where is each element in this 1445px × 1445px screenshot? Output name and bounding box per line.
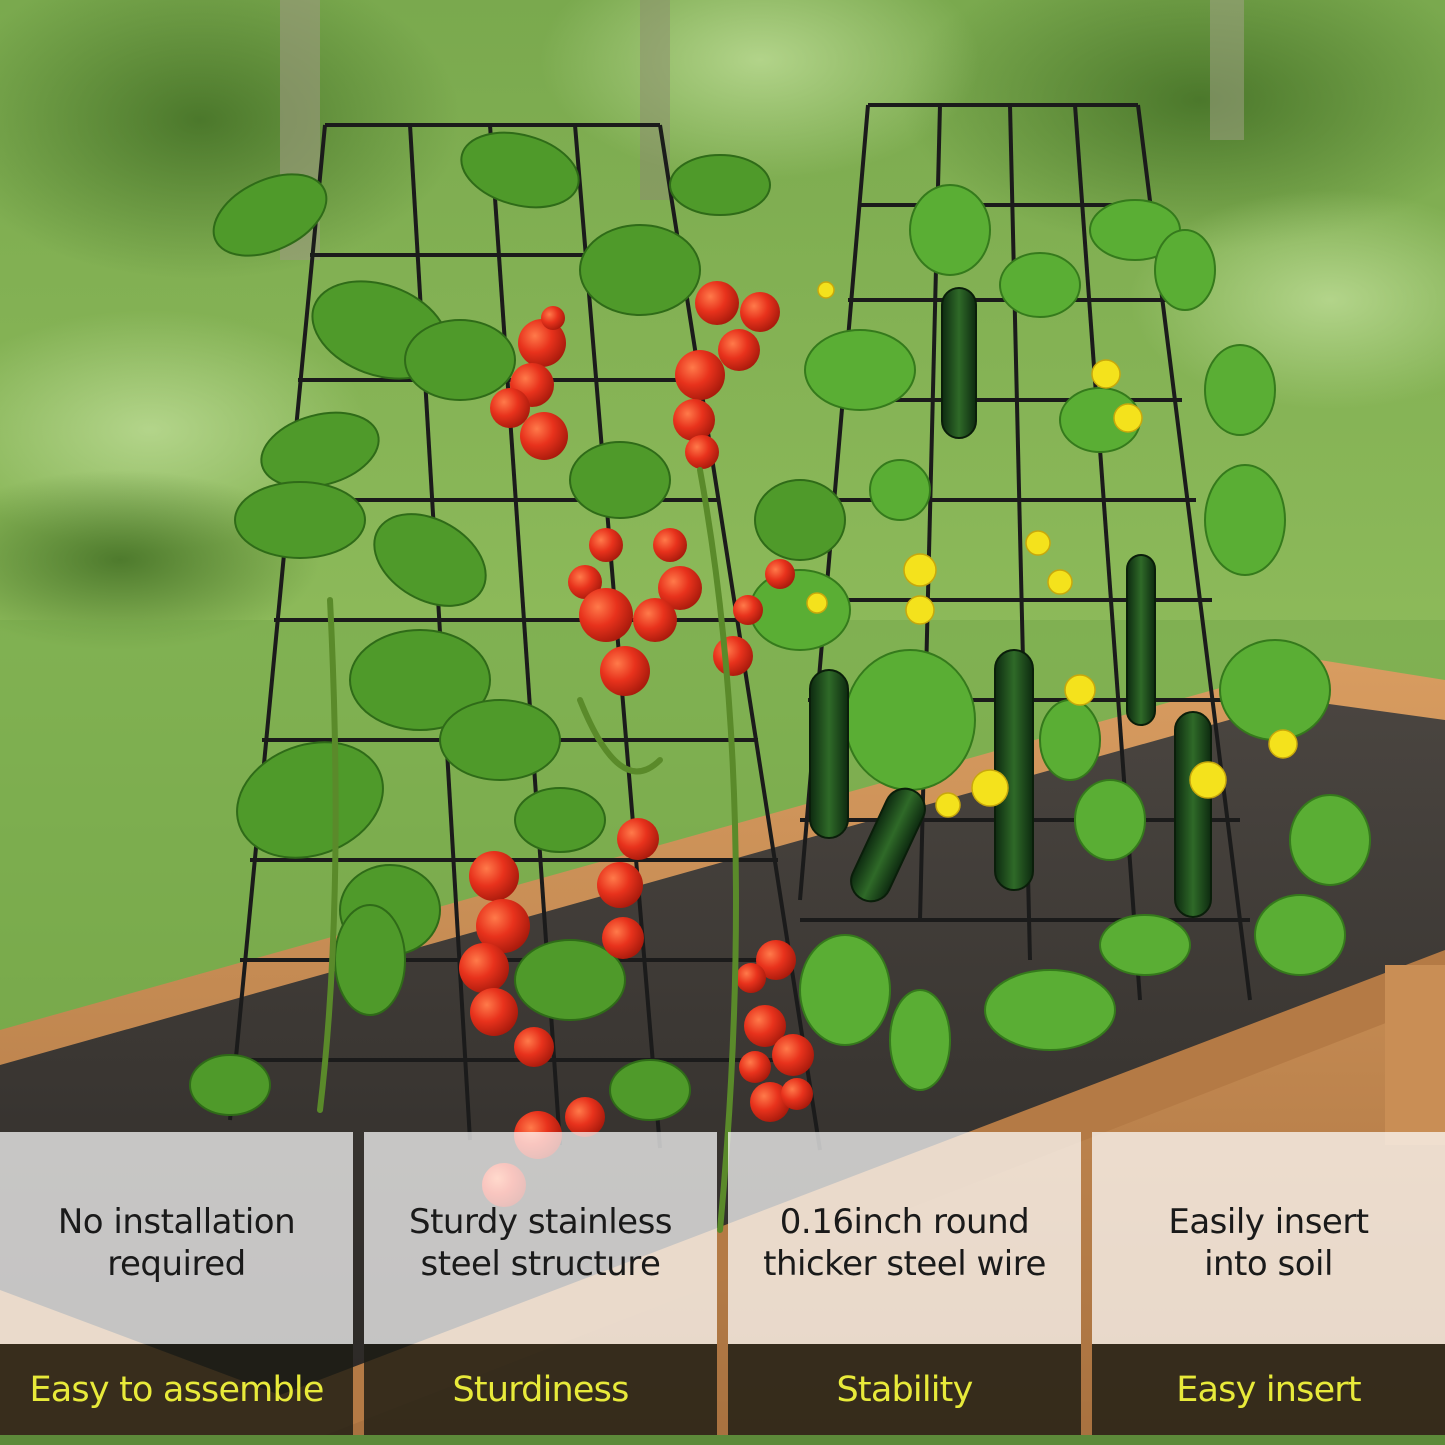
feature-description-box: Easily insert into soil (1092, 1132, 1445, 1344)
feature-title: Easy insert (1176, 1369, 1361, 1410)
feature-panel-sturdiness: Sturdy stainless steel structure Sturdin… (364, 1132, 717, 1435)
feature-panel-easy-insert: Easily insert into soil Easy insert (1092, 1132, 1445, 1435)
bottom-grass-strip (0, 1435, 1445, 1445)
feature-title-box: Stability (728, 1344, 1081, 1435)
feature-description: Easily insert into soil (1168, 1202, 1369, 1284)
feature-panel-stability: 0.16inch round thicker steel wire Stabil… (728, 1132, 1081, 1435)
feature-panels: No installation required Easy to assembl… (0, 1132, 1445, 1435)
feature-description-box: No installation required (0, 1132, 353, 1344)
feature-description-box: Sturdy stainless steel structure (364, 1132, 717, 1344)
feature-description-box: 0.16inch round thicker steel wire (728, 1132, 1081, 1344)
feature-description: Sturdy stainless steel structure (408, 1202, 673, 1284)
feature-description: 0.16inch round thicker steel wire (763, 1202, 1046, 1284)
feature-title: Sturdiness (452, 1369, 629, 1410)
feature-title: Stability (836, 1369, 973, 1410)
feature-title-box: Easy to assemble (0, 1344, 353, 1435)
feature-title-box: Sturdiness (364, 1344, 717, 1435)
feature-panel-assemble: No installation required Easy to assembl… (0, 1132, 353, 1435)
feature-description: No installation required (57, 1202, 296, 1284)
feature-title-box: Easy insert (1092, 1344, 1445, 1435)
feature-title: Easy to assemble (29, 1369, 324, 1410)
